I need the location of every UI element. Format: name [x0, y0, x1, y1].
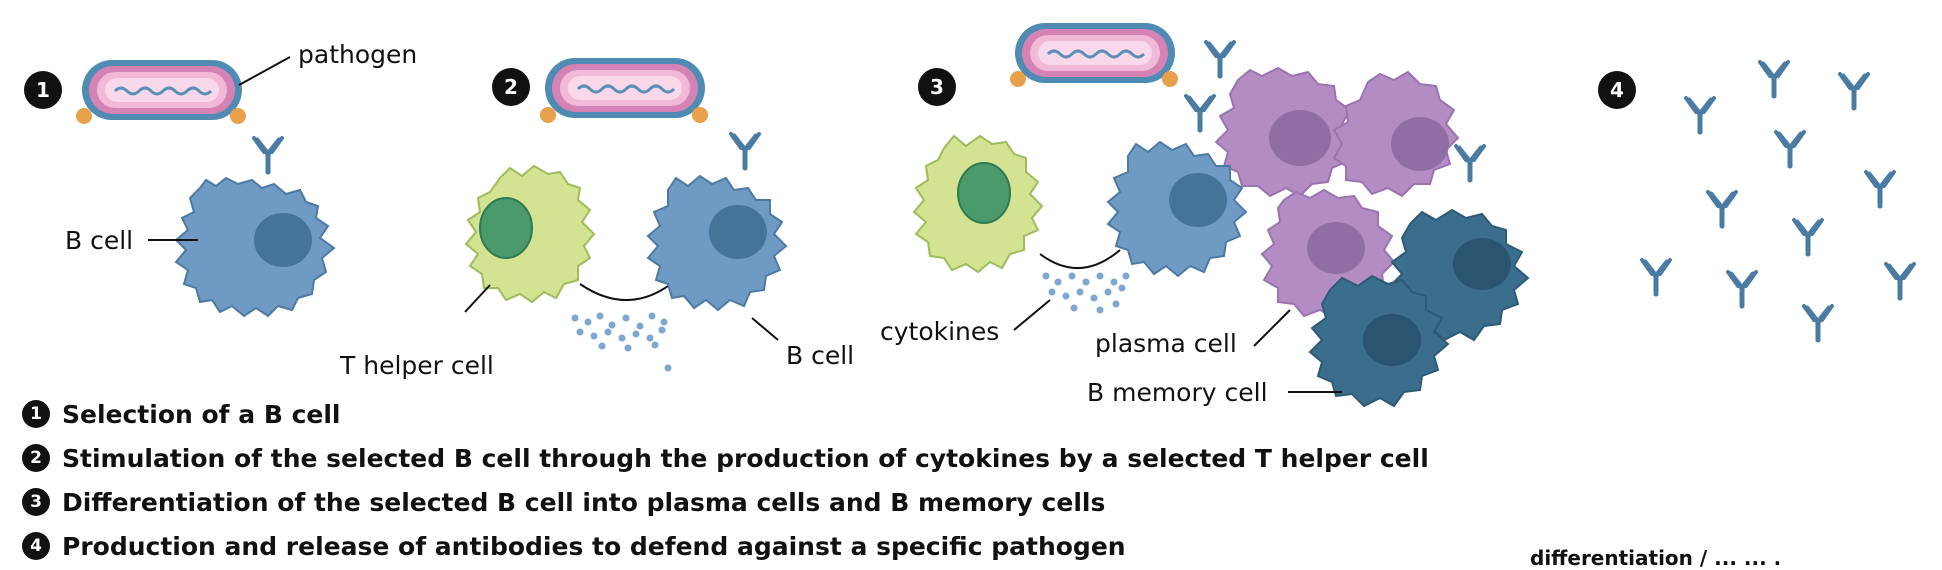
cut-off-caption: differentiation / ... ... .: [1530, 546, 1782, 570]
cytokines-label: cytokines: [880, 317, 999, 346]
b-cell-1-label: B cell: [65, 226, 133, 255]
legend-step-2-number: 2: [22, 444, 50, 472]
plasma-cell-leader-line: [1253, 309, 1291, 347]
legend-step-3: 3 Differentiation of the selected B cell…: [22, 480, 1429, 524]
cell-contact-2: [579, 279, 677, 302]
legend-step-4-text: Production and release of antibodies to …: [62, 531, 1126, 561]
b-cell-1: [174, 138, 336, 318]
legend-step-1-text: Selection of a B cell: [62, 399, 341, 429]
pathogen-leader-line: [238, 56, 291, 86]
t-helper-cell-leader-line: [464, 284, 491, 313]
cell-contact-3: [1039, 249, 1121, 269]
t-helper-cell-label: T helper cell: [339, 351, 494, 380]
svg-text:1: 1: [36, 78, 50, 102]
legend-step-4-number: 4: [22, 532, 50, 560]
steps-legend: 1 Selection of a B cell 2 Stimulation of…: [22, 392, 1429, 568]
pathogen-label: pathogen: [298, 40, 417, 69]
svg-text:3: 3: [930, 75, 944, 99]
legend-step-1: 1 Selection of a B cell: [22, 392, 1429, 436]
step-3-number-badge: 3: [918, 68, 956, 106]
step-2-number-badge: 2: [492, 68, 530, 106]
t-helper-cell-3: [912, 134, 1044, 274]
t-helper-cell-2: [464, 164, 596, 304]
legend-step-2-text: Stimulation of the selected B cell throu…: [62, 443, 1429, 473]
legend-step-3-text: Differentiation of the selected B cell i…: [62, 487, 1106, 517]
legend-step-3-number: 3: [22, 488, 50, 516]
svg-text:2: 2: [504, 75, 518, 99]
pathogen-3: [1010, 23, 1178, 87]
cytokines-3: [1042, 272, 1130, 314]
b-memory-cell-label: B memory cell: [1087, 378, 1268, 407]
svg-text:4: 4: [1610, 78, 1624, 102]
step-4-number-badge: 4: [1598, 71, 1636, 109]
cytokines-leader-line: [1013, 299, 1051, 331]
pathogen-1: [76, 60, 246, 124]
plasma-cell-label: plasma cell: [1095, 329, 1237, 358]
legend-step-2: 2 Stimulation of the selected B cell thr…: [22, 436, 1429, 480]
b-cell-2: [646, 134, 788, 312]
legend-step-1-number: 1: [22, 400, 50, 428]
legend-step-4: 4 Production and release of antibodies t…: [22, 524, 1429, 568]
step-1-number-badge: 1: [24, 71, 62, 109]
cytokines-2: [571, 312, 672, 372]
released-antibodies: [1642, 62, 1914, 340]
immune-response-diagram: 1 pathogen B cell 2 T helper cell: [24, 23, 1942, 408]
b-memory-cells: [1308, 208, 1530, 408]
b-cell-2-label: B cell: [786, 341, 854, 370]
b-cell-2-leader-line: [751, 317, 779, 341]
b-cell-3: [1106, 96, 1248, 278]
pathogen-2: [540, 58, 708, 123]
